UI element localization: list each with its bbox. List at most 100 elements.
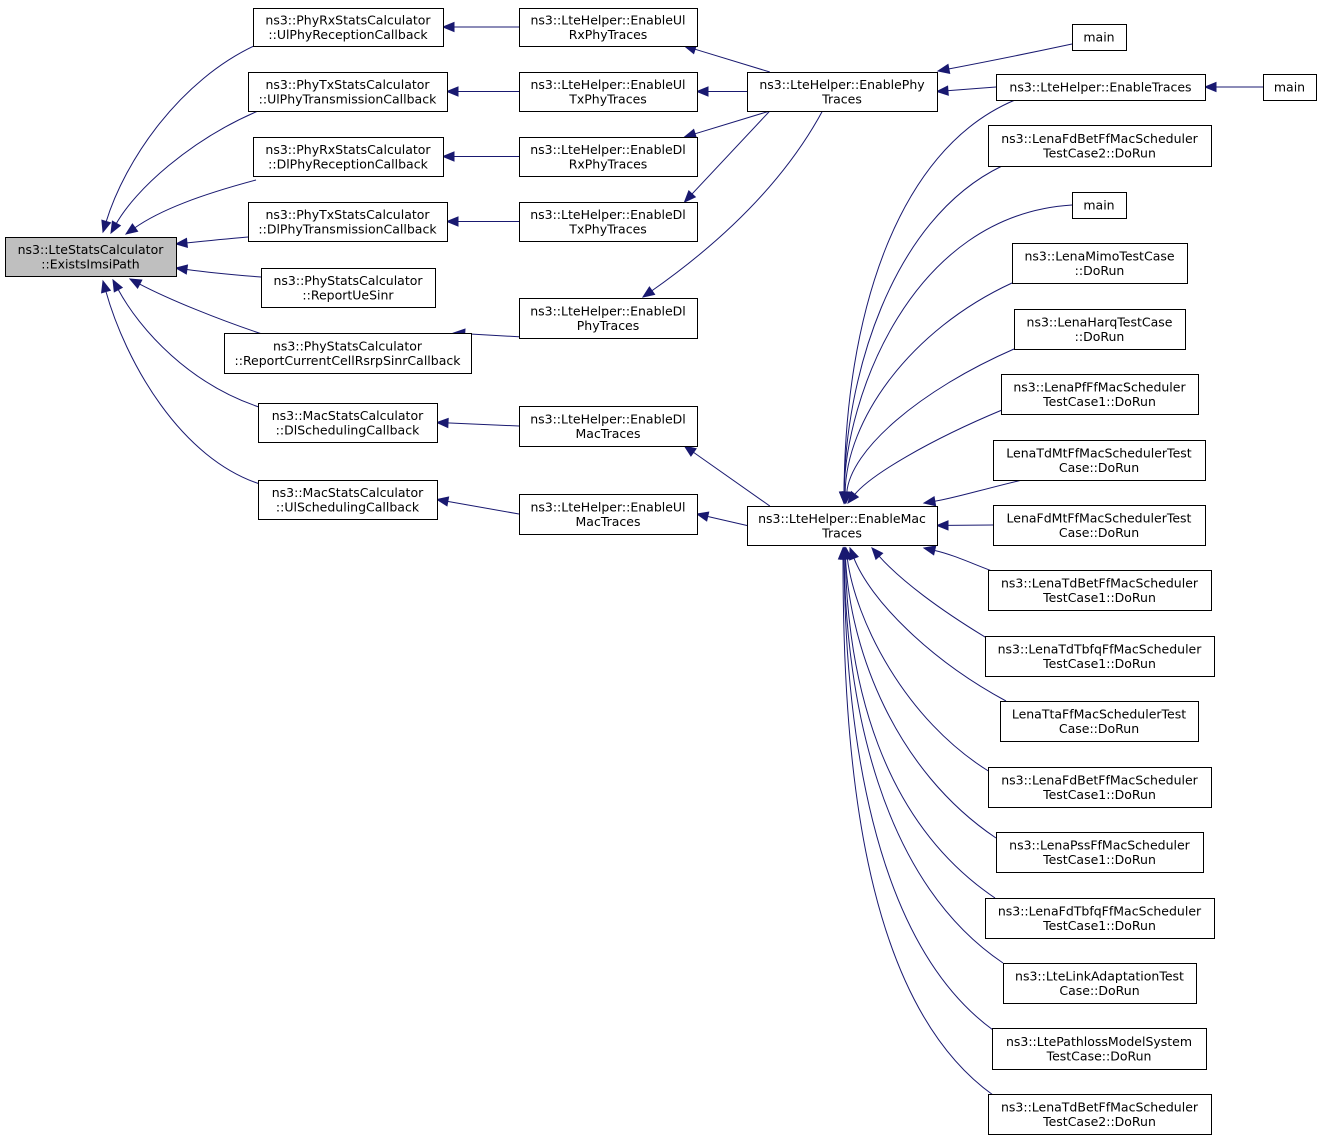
arrow-head-icon <box>435 417 449 429</box>
node-label-line: ::UlPhyReceptionCallback <box>268 27 428 42</box>
graph-node-t15[interactable]: ns3::LenaTdBetFfMacSchedulerTestCase2::D… <box>988 1094 1212 1135</box>
graph-node-c2[interactable]: ns3::PhyTxStatsCalculator::UlPhyTransmis… <box>248 72 448 112</box>
node-layer: ns3::LteStatsCalculator::ExistsImsiPathn… <box>5 8 1317 1135</box>
graph-node-c1[interactable]: ns3::PhyRxStatsCalculator::UlPhyReceptio… <box>253 8 444 47</box>
call-edge-t9-to-mac <box>849 546 1007 702</box>
node-box <box>988 767 1212 808</box>
graph-node-t7[interactable]: ns3::LenaTdBetFfMacSchedulerTestCase1::D… <box>988 570 1212 611</box>
call-edge-t12-to-mac <box>840 546 996 899</box>
graph-node-c3[interactable]: ns3::PhyRxStatsCalculator::DlPhyReceptio… <box>253 137 444 177</box>
node-label-line: ns3::LteHelper::EnableMac <box>758 511 926 526</box>
node-label-line: TxPhyTraces <box>568 91 647 106</box>
call-edge-m2-to-et <box>1203 81 1263 93</box>
node-label-line: ns3::MacStatsCalculator <box>272 485 424 500</box>
node-label-line: Case::DoRun <box>1059 983 1139 998</box>
arrow-head-icon <box>837 546 849 560</box>
graph-node-t14[interactable]: ns3::LtePathlossModelSystemTestCase::DoR… <box>992 1028 1207 1070</box>
graph-node-et[interactable]: ns3::LteHelper::EnableTraces <box>996 74 1206 101</box>
node-label-line: ns3::LtePathlossModelSystem <box>1006 1034 1192 1049</box>
graph-node-t1[interactable]: ns3::LenaFdBetFfMacSchedulerTestCase2::D… <box>988 125 1212 167</box>
node-label-line: ns3::LenaPssFfMacScheduler <box>1009 837 1191 852</box>
node-box <box>1072 192 1127 219</box>
node-box <box>248 72 448 112</box>
node-box <box>1012 243 1188 284</box>
graph-node-c5[interactable]: ns3::PhyStatsCalculator::ReportUeSinr <box>261 268 436 308</box>
graph-node-t2[interactable]: ns3::LenaMimoTestCase::DoRun <box>1012 243 1188 284</box>
call-edge-h6-to-c7 <box>435 417 520 429</box>
graph-node-m2[interactable]: main <box>1263 74 1317 101</box>
arrow-head-icon <box>441 151 455 162</box>
graph-node-t12[interactable]: ns3::LenaFdTbfqFfMacSchedulerTestCase1::… <box>985 898 1215 939</box>
arrow-head-icon <box>871 547 884 561</box>
graph-node-m1[interactable]: main <box>1072 24 1127 51</box>
graph-node-c8[interactable]: ns3::MacStatsCalculator::UlSchedulingCal… <box>258 480 438 520</box>
node-box <box>519 494 698 535</box>
node-label-line: ns3::LteHelper::EnableUl <box>530 499 685 514</box>
call-edge-c4-to-root <box>174 236 249 248</box>
graph-node-t10[interactable]: ns3::LenaFdBetFfMacSchedulerTestCase1::D… <box>988 767 1212 808</box>
graph-node-t8[interactable]: ns3::LenaTdTbfqFfMacSchedulerTestCase1::… <box>985 636 1215 677</box>
edge-line <box>138 283 263 335</box>
edge-line <box>446 500 520 515</box>
node-label-line: TestCase1::DoRun <box>1042 394 1156 409</box>
call-edge-t2-to-mac <box>839 282 1013 505</box>
call-edge-c8-to-root <box>101 279 264 486</box>
node-label-line: ns3::LteHelper::EnableUl <box>530 77 685 92</box>
node-label-line: LenaTdMtFfMacSchedulerTest <box>1006 445 1191 460</box>
graph-node-c6[interactable]: ns3::PhyStatsCalculator::ReportCurrentCe… <box>224 333 472 374</box>
call-edge-h1-to-c1 <box>441 21 519 33</box>
arrow-head-icon <box>112 278 124 293</box>
call-edge-c6-to-root <box>128 278 263 335</box>
graph-node-t4[interactable]: ns3::LenaPfFfMacSchedulerTestCase1::DoRu… <box>1001 374 1199 415</box>
call-edge-c1-to-root <box>101 44 257 234</box>
node-label-line: main <box>1083 198 1114 213</box>
call-edge-t1-to-mac <box>838 165 1003 505</box>
graph-node-m3[interactable]: main <box>1072 192 1127 219</box>
node-label-line: RxPhyTraces <box>569 27 648 42</box>
call-edge-t14-to-mac <box>838 546 994 1031</box>
call-edge-t15-to-mac <box>837 546 994 1096</box>
arrow-head-icon <box>683 445 697 457</box>
node-box <box>519 406 698 447</box>
node-box <box>519 202 698 242</box>
node-label-line: TestCase1::DoRun <box>1042 787 1156 802</box>
node-label-line: MacTraces <box>576 514 641 529</box>
graph-node-c7[interactable]: ns3::MacStatsCalculator::DlSchedulingCal… <box>258 403 438 443</box>
node-label-line: ns3::LteStatsCalculator <box>18 242 165 257</box>
edge-line <box>853 557 1007 702</box>
node-label-line: RxPhyTraces <box>569 156 648 171</box>
arrow-head-icon <box>847 490 860 505</box>
graph-node-t11[interactable]: ns3::LenaPssFfMacSchedulerTestCase1::DoR… <box>996 832 1204 873</box>
node-label-line: ns3::LteHelper::EnableDl <box>530 142 686 157</box>
call-edge-h2-to-c2 <box>445 86 519 97</box>
node-box <box>988 1094 1212 1135</box>
edge-line <box>115 110 259 225</box>
node-box <box>253 137 444 177</box>
node-label-line: Case::DoRun <box>1059 460 1139 475</box>
node-box <box>1001 374 1199 415</box>
call-edge-phy-to-h1 <box>683 44 770 73</box>
call-edge-h4-to-c4 <box>445 216 519 227</box>
graph-node-t3[interactable]: ns3::LenaHarqTestCase::DoRun <box>1014 309 1186 350</box>
arrow-head-icon <box>922 495 937 507</box>
arrow-head-icon <box>110 220 122 235</box>
graph-node-c4[interactable]: ns3::PhyTxStatsCalculator::DlPhyTransmis… <box>248 202 448 242</box>
node-label-line: TestCase1::DoRun <box>1042 590 1156 605</box>
node-label-line: ::ExistsImsiPath <box>41 256 139 271</box>
arrow-head-icon <box>1203 81 1217 93</box>
node-label-line: ns3::LenaFdTbfqFfMacScheduler <box>998 903 1202 918</box>
